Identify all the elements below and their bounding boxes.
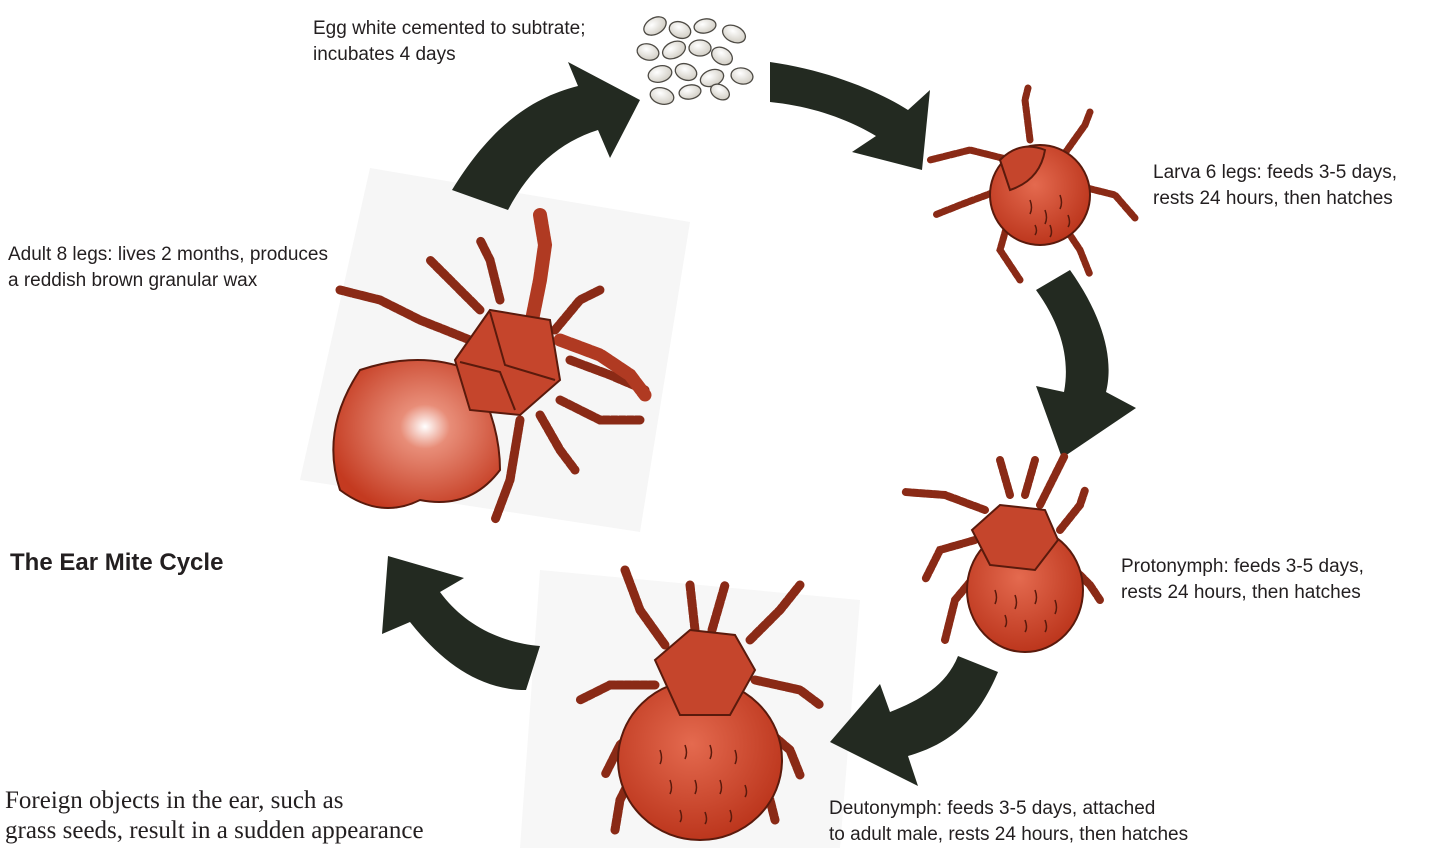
arrow-larva-to-protonymph <box>1036 270 1136 458</box>
egg-label-line-1: Egg white cemented to subtrate; <box>313 16 586 42</box>
egg-stage-label: Egg white cemented to subtrate; incubate… <box>313 16 586 68</box>
deutonymph-label-line-1: Deutonymph: feeds 3-5 days, attached <box>829 796 1188 822</box>
deutonymph-label-line-2: to adult male, rests 24 hours, then hatc… <box>829 822 1188 848</box>
larva-label-line-1: Larva 6 legs: feeds 3-5 days, <box>1153 160 1397 186</box>
protonymph-label-line-1: Protonymph: feeds 3-5 days, <box>1121 554 1364 580</box>
body-line-2: grass seeds, result in a sudden appearan… <box>5 816 424 846</box>
arrow-adult-to-egg <box>452 62 640 210</box>
larva-illustration <box>930 88 1135 280</box>
body-paragraph: Foreign objects in the ear, such as gras… <box>5 786 424 846</box>
arrow-protonymph-to-deutonymph <box>830 656 998 786</box>
arrow-deutonymph-to-adult <box>382 556 540 690</box>
egg-cluster <box>635 13 754 107</box>
adult-stage-label: Adult 8 legs: lives 2 months, produces a… <box>8 242 328 294</box>
larva-label-line-2: rests 24 hours, then hatches <box>1153 186 1397 212</box>
larva-stage-label: Larva 6 legs: feeds 3-5 days, rests 24 h… <box>1153 160 1397 212</box>
body-line-1: Foreign objects in the ear, such as <box>5 786 424 816</box>
protonymph-stage-label: Protonymph: feeds 3-5 days, rests 24 hou… <box>1121 554 1364 606</box>
protonymph-illustration <box>905 455 1100 652</box>
deutonymph-stage-label: Deutonymph: feeds 3-5 days, attached to … <box>829 796 1188 848</box>
diagram-title: The Ear Mite Cycle <box>10 549 223 577</box>
adult-label-line-2: a reddish brown granular wax <box>8 268 328 294</box>
adult-label-line-1: Adult 8 legs: lives 2 months, produces <box>8 242 328 268</box>
arrow-egg-to-larva <box>770 62 930 170</box>
protonymph-label-line-2: rests 24 hours, then hatches <box>1121 580 1364 606</box>
egg-label-line-2: incubates 4 days <box>313 42 586 68</box>
